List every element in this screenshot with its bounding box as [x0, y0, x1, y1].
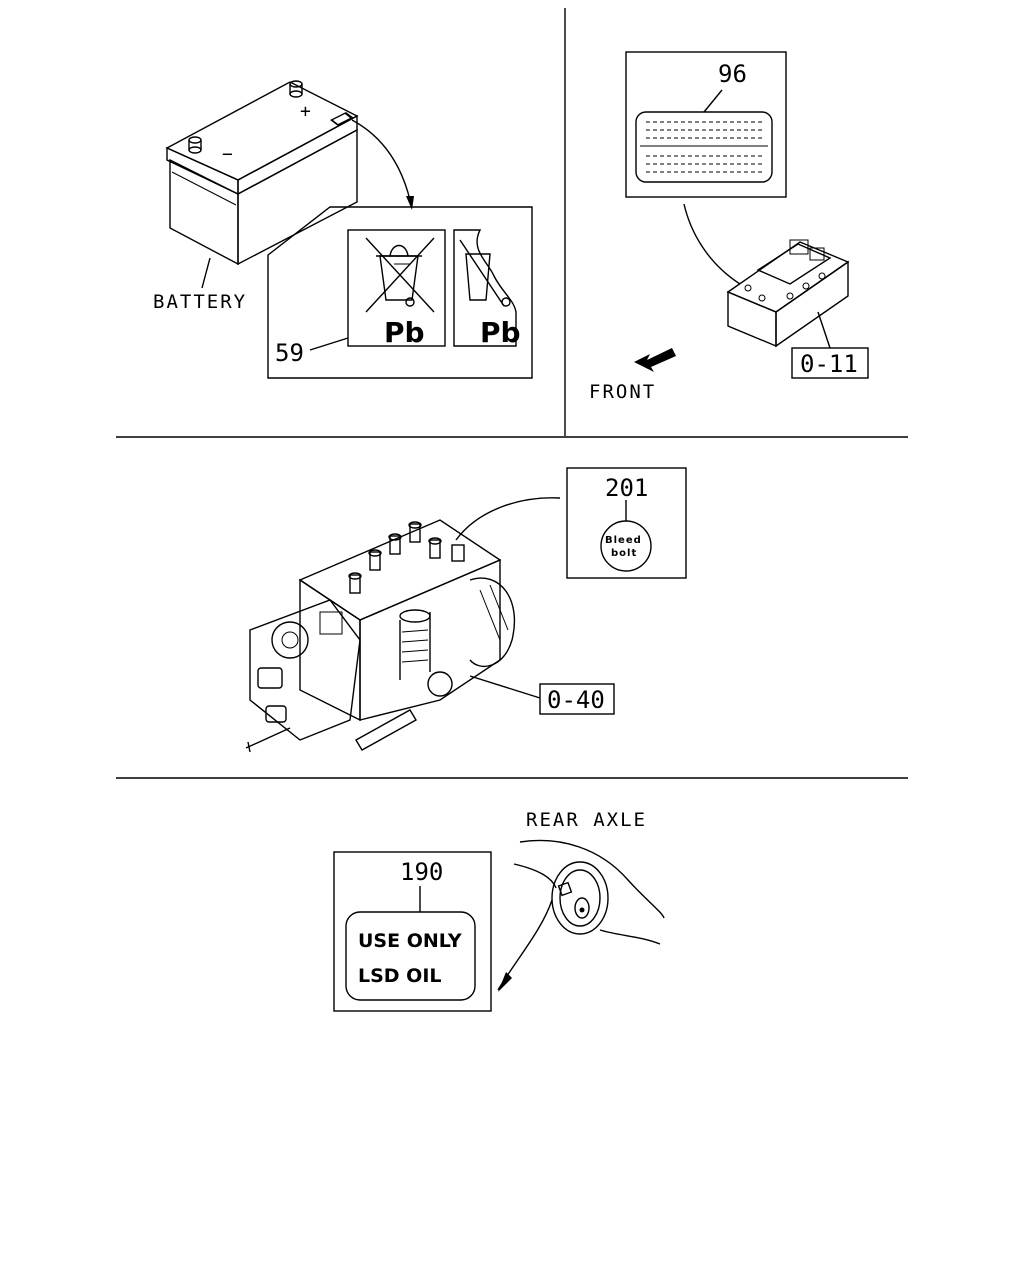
callout-59: 59	[275, 339, 304, 367]
callout-190: 190	[400, 858, 443, 886]
injection-pump-illustration	[245, 519, 541, 753]
bolt-text: bolt	[611, 548, 637, 559]
callout-96: 96	[718, 60, 747, 88]
callout-0-40-box	[539, 683, 615, 715]
front-text: FRONT	[589, 381, 656, 403]
callout-0-11: 0-11	[800, 350, 858, 378]
callout-0-40: 0-40	[547, 686, 605, 714]
section-dividers	[116, 8, 908, 779]
front-arrow-icon	[634, 348, 676, 372]
use-only-text: USE ONLY	[358, 930, 462, 952]
fuse-box-illustration	[726, 239, 850, 349]
battery-illustration	[165, 80, 414, 289]
pb-left-text: Pb	[384, 316, 425, 349]
rear-axle-illustration	[513, 839, 665, 945]
lsd-label-box	[333, 851, 492, 1012]
callout-0-11-box	[791, 347, 869, 379]
fuse-label-box	[625, 51, 787, 198]
positive-terminal-symbol: +	[300, 101, 311, 122]
lsd-oil-text: LSD OIL	[358, 965, 442, 987]
rear-axle-text: REAR AXLE	[526, 809, 647, 831]
bleed-text: Bleed	[605, 535, 642, 546]
callout-201: 201	[605, 474, 648, 502]
crossed-bin-icon	[365, 237, 511, 313]
pb-right-text: Pb	[480, 316, 521, 349]
negative-terminal-symbol: −	[222, 144, 233, 165]
bleed-label-box	[566, 467, 687, 579]
recycle-decal-box	[267, 206, 533, 379]
battery-text: BATTERY	[153, 291, 247, 313]
